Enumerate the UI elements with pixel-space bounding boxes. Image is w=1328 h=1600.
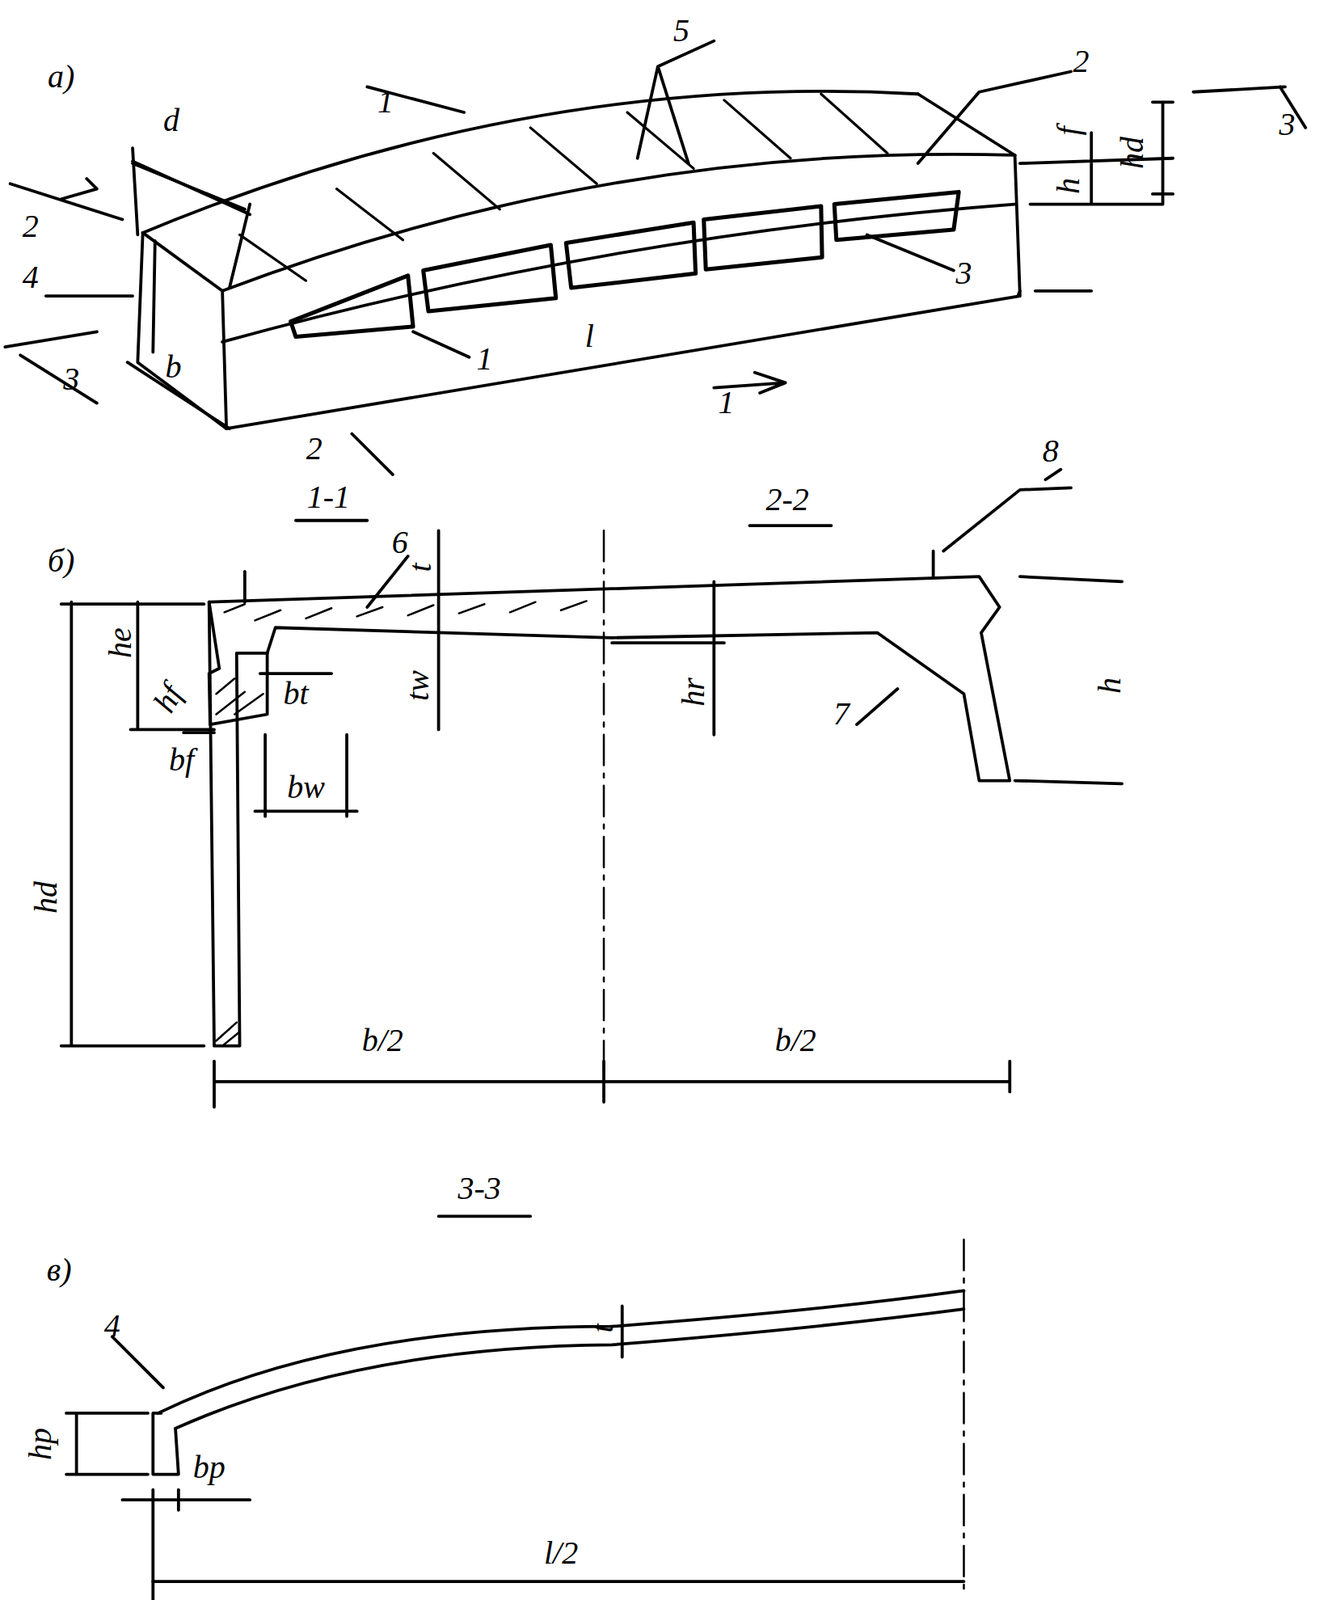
dimension-label: d bbox=[160, 103, 182, 138]
dimension-label: tw bbox=[400, 667, 435, 704]
section-mark: 3 bbox=[60, 362, 82, 397]
dimension-label: hp bbox=[23, 1424, 58, 1463]
callout-number: 8 bbox=[1040, 434, 1062, 468]
callout-number: 3 bbox=[953, 256, 975, 291]
callout-number: 7 bbox=[830, 696, 852, 731]
dimension-label: h bbox=[1051, 175, 1086, 197]
section-title: 3-3 bbox=[455, 1171, 503, 1206]
section-mark: 3 bbox=[1277, 107, 1299, 142]
dimension-label: h bbox=[1092, 674, 1127, 696]
callout-number: 6 bbox=[389, 525, 411, 560]
dimension-label: l bbox=[582, 319, 597, 354]
dimension-label: bf bbox=[166, 742, 197, 777]
dimension-label: hd bbox=[1115, 134, 1150, 172]
section-mark: 2 bbox=[303, 431, 325, 466]
dimension-label: bw bbox=[284, 770, 328, 805]
callout-number: 4 bbox=[101, 1308, 123, 1343]
dimension-label: bt bbox=[280, 676, 311, 711]
dimension-label: bp bbox=[190, 1450, 228, 1484]
dimension-label: b/2 bbox=[359, 1023, 406, 1058]
part-letter: в) bbox=[44, 1252, 75, 1287]
section-title: 2-2 bbox=[763, 482, 812, 517]
section-mark: 1 bbox=[375, 84, 397, 119]
dimension-label: b bbox=[163, 349, 185, 384]
dimension-label: he bbox=[103, 624, 138, 661]
section-title: 1-1 bbox=[304, 480, 353, 515]
callout-number: 2 bbox=[1070, 44, 1092, 79]
dimension-label: b/2 bbox=[772, 1023, 819, 1058]
callout-number: 5 bbox=[670, 13, 692, 48]
section-mark: 2 bbox=[20, 209, 42, 244]
part-letter: а) bbox=[45, 59, 77, 94]
dimension-label: hd bbox=[29, 878, 64, 916]
dimension-label: t bbox=[585, 1320, 620, 1335]
dimension-label: f bbox=[1051, 123, 1086, 138]
callout-number: 1 bbox=[473, 341, 495, 376]
part-letter: б) bbox=[45, 543, 77, 578]
dimension-label: l/2 bbox=[541, 1535, 581, 1570]
dimension-label: hf bbox=[146, 677, 191, 721]
callout-number: 4 bbox=[20, 260, 42, 295]
dimension-label: t bbox=[403, 560, 438, 574]
section-mark: 1 bbox=[715, 385, 737, 420]
dimension-label: hr bbox=[676, 674, 711, 709]
